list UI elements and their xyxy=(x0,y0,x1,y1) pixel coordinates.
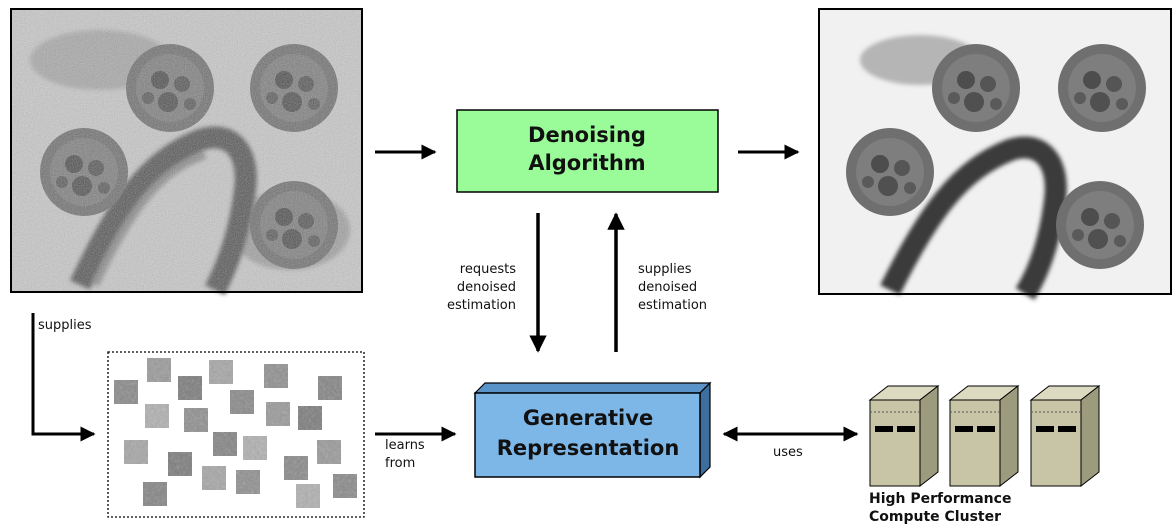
patch-texture xyxy=(124,440,148,464)
denoising-line1: Denoising xyxy=(528,123,646,147)
patch-texture xyxy=(243,436,267,460)
generative-line2: Representation xyxy=(497,436,680,460)
patch-texture xyxy=(284,456,308,480)
label-supplies-est-2: denoised xyxy=(638,280,697,295)
patch-texture xyxy=(145,404,169,428)
patch-texture xyxy=(184,408,208,432)
generative-representation-node: Generative Representation xyxy=(473,381,712,479)
compute-cluster xyxy=(868,384,1101,488)
patch-texture xyxy=(298,406,322,430)
patch-collection xyxy=(107,351,365,518)
label-requests-3: estimation xyxy=(447,298,516,313)
cluster-line1: High Performance xyxy=(869,491,1011,507)
output-micrograph xyxy=(818,8,1172,300)
label-uses: uses xyxy=(773,445,803,460)
patch-texture xyxy=(168,452,192,476)
label-supplies: supplies xyxy=(38,318,92,333)
patch-texture xyxy=(213,432,237,456)
patch-texture xyxy=(114,380,138,404)
label-supplies-est-1: supplies xyxy=(638,262,692,277)
patch-texture xyxy=(147,358,171,382)
patch-texture xyxy=(230,390,254,414)
arrow-supplies xyxy=(31,313,96,442)
patch-texture xyxy=(143,482,167,506)
label-learns-1: learns xyxy=(385,438,425,453)
server-icon xyxy=(948,384,1020,488)
label-supplies-est-3: estimation xyxy=(638,298,707,313)
patch-texture xyxy=(296,484,320,508)
patch-texture xyxy=(236,470,260,494)
patch-texture xyxy=(333,474,357,498)
server-icon xyxy=(868,384,940,488)
patch-texture xyxy=(266,402,290,426)
server-icon xyxy=(1029,384,1101,488)
patch-texture xyxy=(209,360,233,384)
denoising-line2: Algorithm xyxy=(528,151,645,175)
patch-tiles xyxy=(114,358,357,508)
patch-texture xyxy=(178,376,202,400)
patch-texture xyxy=(202,466,226,490)
cluster-line2: Compute Cluster xyxy=(869,509,1001,525)
label-requests-2: denoised xyxy=(457,280,516,295)
patch-texture xyxy=(318,376,342,400)
label-learns-2: from xyxy=(385,456,415,471)
label-requests-1: requests xyxy=(460,262,516,277)
patch-texture xyxy=(317,440,341,464)
denoising-algorithm-node: Denoising Algorithm xyxy=(456,109,719,193)
input-micrograph xyxy=(10,8,363,295)
generative-line1: Generative xyxy=(523,406,653,430)
patch-texture xyxy=(264,364,288,388)
